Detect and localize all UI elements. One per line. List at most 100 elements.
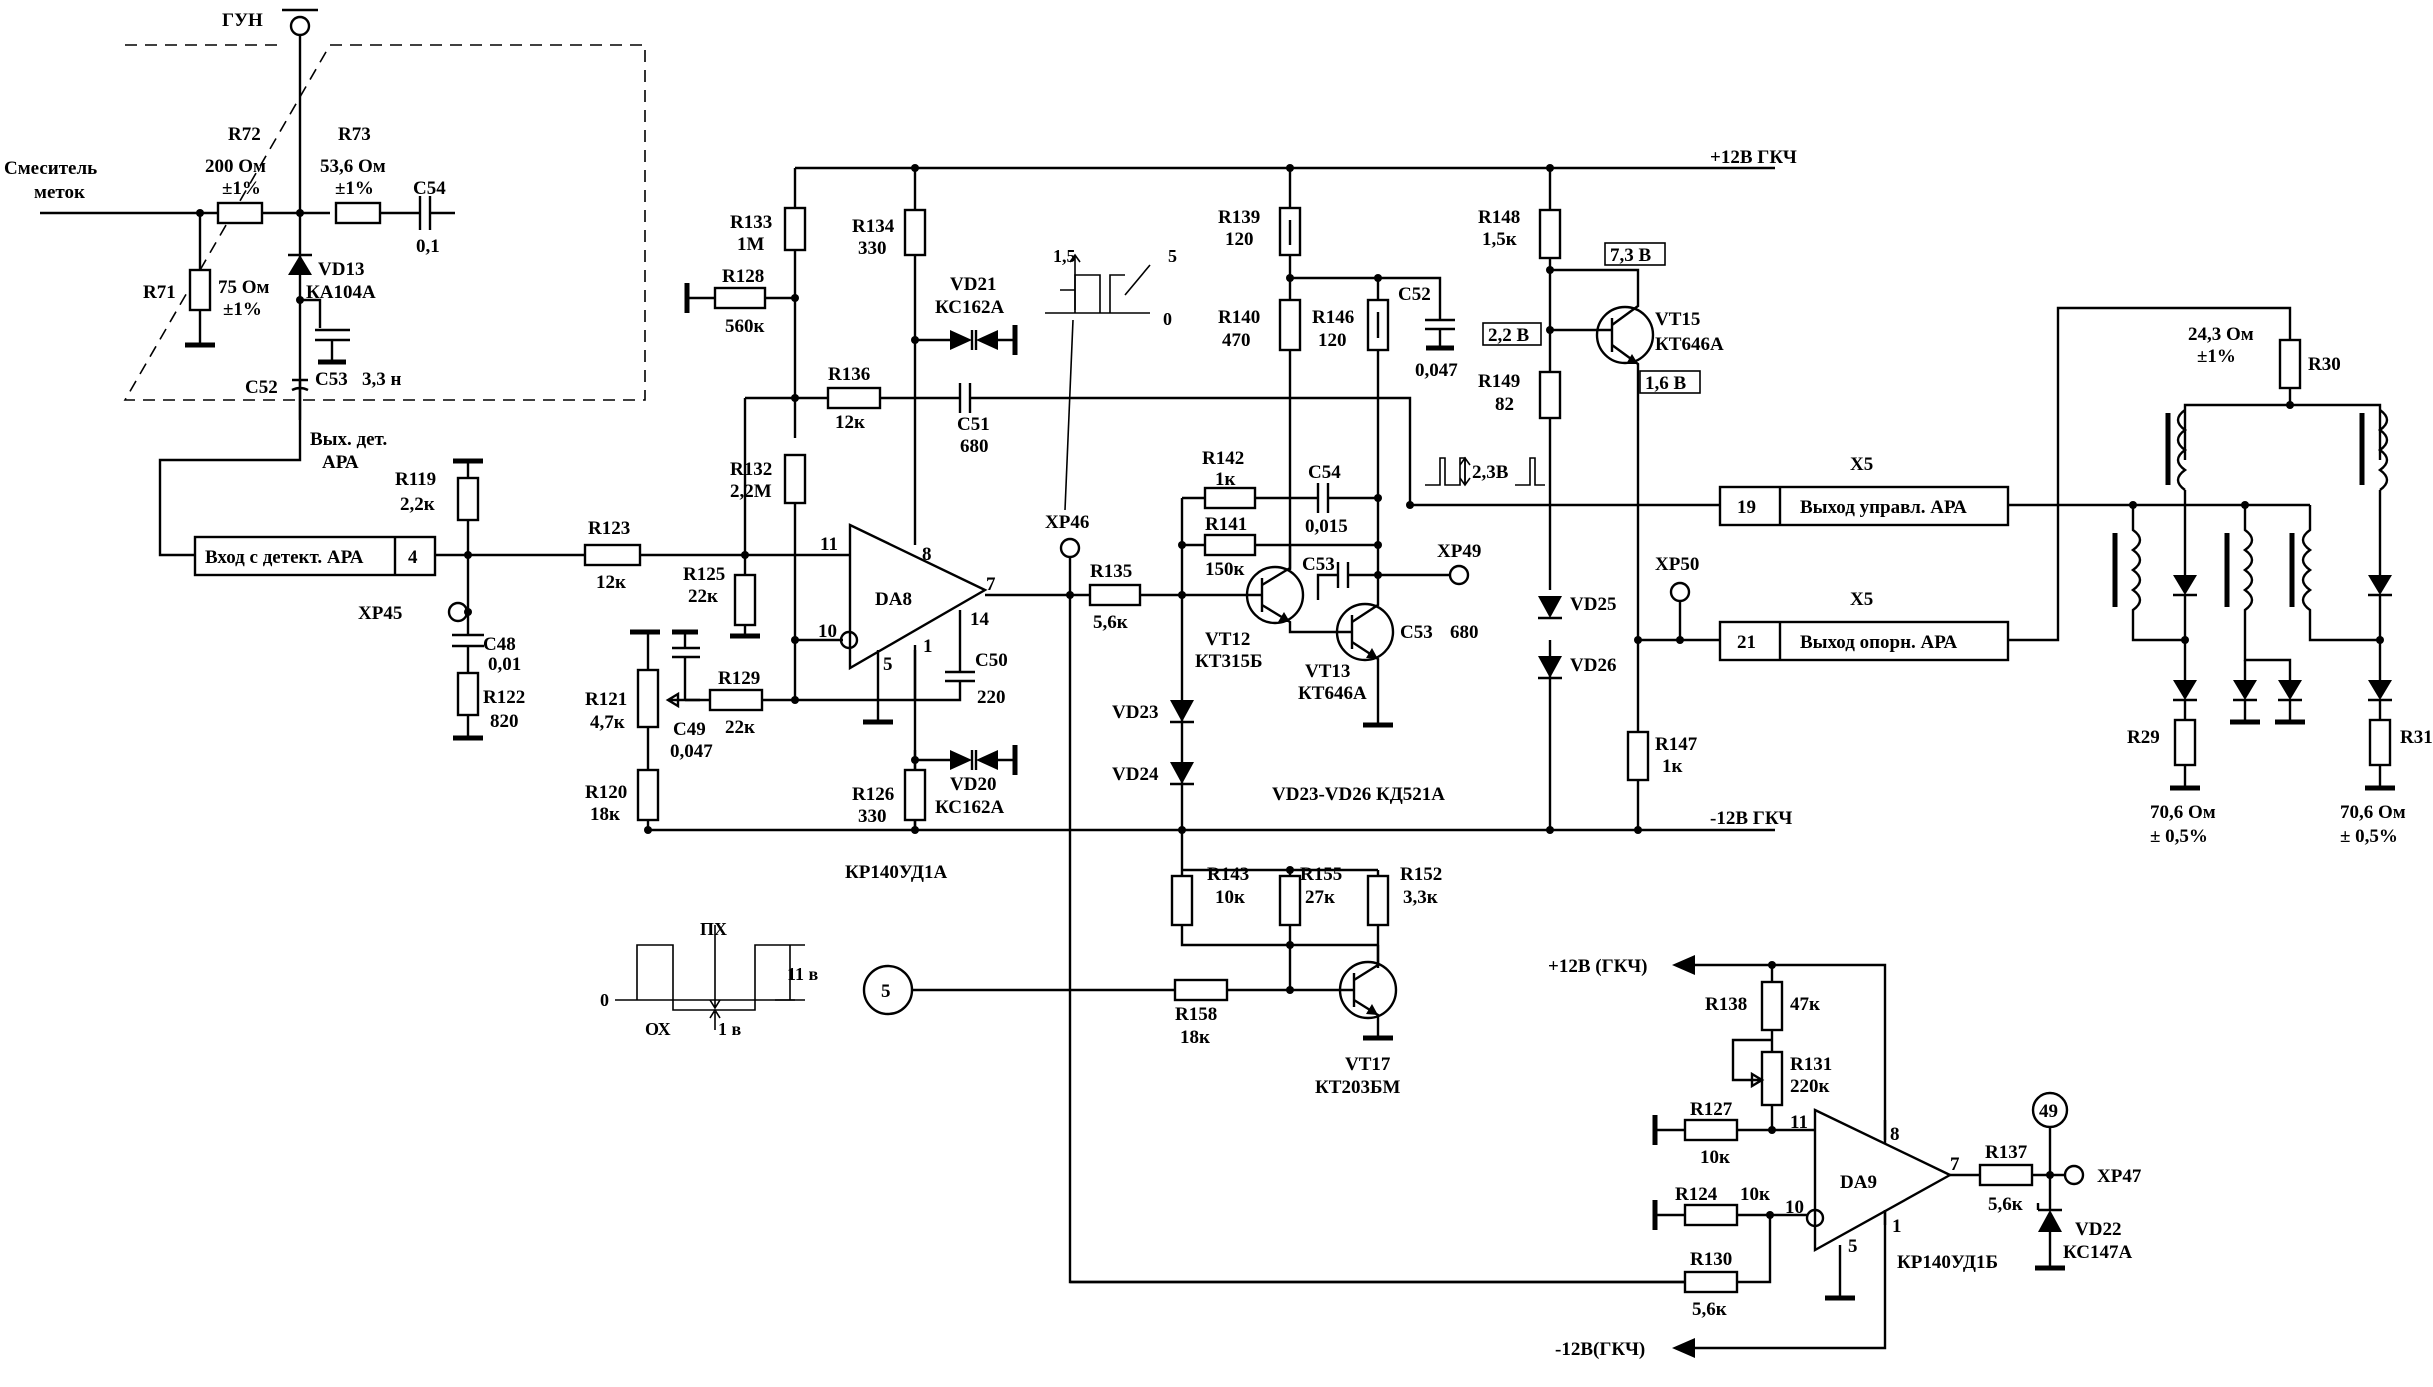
r133-body	[783, 206, 807, 252]
r124-label: R124	[1675, 1184, 1718, 1205]
output-ctrl-pin: 19	[1737, 497, 1756, 518]
r155-value: 27к	[1305, 887, 1335, 908]
r122-body	[456, 671, 480, 717]
c52a-label: C52	[245, 377, 278, 398]
wf-11: 11 в	[787, 964, 819, 984]
r119-body	[456, 476, 480, 522]
r124-body	[1683, 1203, 1739, 1227]
det-out-label-2: АРА	[322, 452, 359, 473]
vd13-diode	[288, 208, 312, 275]
xp47-label: XP47	[2097, 1166, 2142, 1187]
r137-value: 5,6к	[1988, 1194, 2023, 1215]
r123-body	[583, 543, 642, 567]
r141-label: R141	[1205, 514, 1247, 535]
vd20-label: VD20	[950, 774, 996, 795]
vt13-label: VT13	[1305, 661, 1350, 682]
da9-pin5: 5	[1848, 1236, 1858, 1257]
c50-label: C50	[975, 650, 1008, 671]
r136-value: 12к	[835, 412, 865, 433]
r128-label: R128	[722, 266, 764, 287]
r129-value: 22к	[725, 717, 755, 738]
vcc-left-label: +12В (ГКЧ)	[1548, 956, 1647, 977]
r73-label: R73	[338, 124, 371, 145]
r138-label: R138	[1705, 994, 1747, 1015]
r119-label: R119	[395, 469, 436, 490]
mixer-label-2: меток	[34, 182, 85, 203]
waveform-top: 1,5 5 0	[1045, 246, 1177, 511]
r134-value: 330	[858, 238, 887, 259]
c49-label: C49	[673, 719, 706, 740]
r142-label: R142	[1202, 448, 1244, 469]
r142-value: 1к	[1215, 469, 1236, 490]
r127-body	[1683, 1118, 1739, 1142]
v22-tag: 2,2 В	[1488, 325, 1530, 346]
vd25-label: VD25	[1570, 594, 1616, 615]
r125-value: 22к	[688, 586, 718, 607]
r148-label: R148	[1478, 207, 1520, 228]
r72-tol: ±1%	[222, 178, 261, 199]
input-detect-label: Вход с детект. АРА	[205, 547, 364, 568]
r131-label: R131	[1790, 1054, 1832, 1075]
wf-top-15: 1,5	[1053, 246, 1076, 266]
r29-body	[2173, 718, 2197, 767]
r146-label: R146	[1312, 307, 1354, 328]
c54b-label: C54	[1308, 462, 1341, 483]
c54b-value: 0,015	[1305, 516, 1348, 537]
r31-value: 70,6 Ом	[2340, 802, 2406, 823]
r127-label: R127	[1690, 1099, 1733, 1120]
xp49-label: XP49	[1437, 541, 1481, 562]
r140-value: 470	[1222, 330, 1251, 351]
r135-label: R135	[1090, 561, 1132, 582]
r141-body	[1203, 533, 1257, 557]
r143-body	[1170, 874, 1194, 927]
da9-label: DA9	[1840, 1172, 1877, 1193]
xp46-point	[1059, 537, 1081, 559]
da8-pin7: 7	[986, 574, 996, 595]
vt13-type: КТ646А	[1298, 683, 1367, 704]
r152-body	[1366, 874, 1390, 927]
vee-label: -12В ГКЧ	[1710, 808, 1792, 829]
r133-label: R133	[730, 212, 772, 233]
r30-body	[2278, 338, 2302, 390]
r136-body	[826, 386, 882, 410]
da8-pin11: 11	[820, 534, 838, 555]
r71-label: R71	[143, 282, 176, 303]
r120-label: R120	[585, 782, 627, 803]
vee-left-label: -12В(ГКЧ)	[1555, 1339, 1645, 1360]
r129-body	[708, 688, 764, 712]
output-ctrl-label: Выход управл. АРА	[1800, 497, 1967, 518]
output-ref-box: 21 Выход опорн. АРА X5	[1718, 589, 2010, 662]
r130-value: 5,6к	[1692, 1299, 1727, 1320]
r31-body	[2368, 718, 2392, 767]
c48-value: 0,01	[488, 654, 521, 675]
r143-label: R143	[1207, 864, 1249, 885]
vt12-type: КТ315Б	[1195, 651, 1263, 672]
vd26-label: VD26	[1570, 655, 1616, 676]
r31-tol: ± 0,5%	[2340, 826, 2398, 847]
r138-value: 47к	[1790, 994, 1820, 1015]
da9-pin11: 11	[1790, 1112, 1808, 1133]
r128-value: 560к	[725, 316, 765, 337]
r147-label: R147	[1655, 734, 1698, 755]
node49-label: 49	[2039, 1101, 2058, 1122]
vcc-label: +12В ГКЧ	[1710, 147, 1797, 168]
da9-pin7: 7	[1950, 1154, 1960, 1175]
xp47-point	[2063, 1164, 2085, 1186]
c50-value: 220	[977, 687, 1006, 708]
r141-value: 150к	[1205, 559, 1245, 580]
r120-body	[636, 768, 660, 822]
x5a-label: X5	[1850, 454, 1873, 475]
r73-body	[334, 201, 382, 225]
vt15-label: VT15	[1655, 309, 1700, 330]
da9-pin10: 10	[1785, 1197, 1804, 1218]
r125-label: R125	[683, 564, 725, 585]
c53b-label: C53	[1302, 554, 1335, 575]
r125-body	[733, 573, 757, 627]
vt12-label: VT12	[1205, 629, 1250, 650]
r121-value: 4,7к	[590, 712, 625, 733]
vd22-label: VD22	[2075, 1219, 2121, 1240]
r148-body	[1538, 208, 1562, 260]
r126-label: R126	[852, 784, 894, 805]
da9-pin1: 1	[1892, 1216, 1902, 1237]
r119-value: 2,2к	[400, 494, 435, 515]
